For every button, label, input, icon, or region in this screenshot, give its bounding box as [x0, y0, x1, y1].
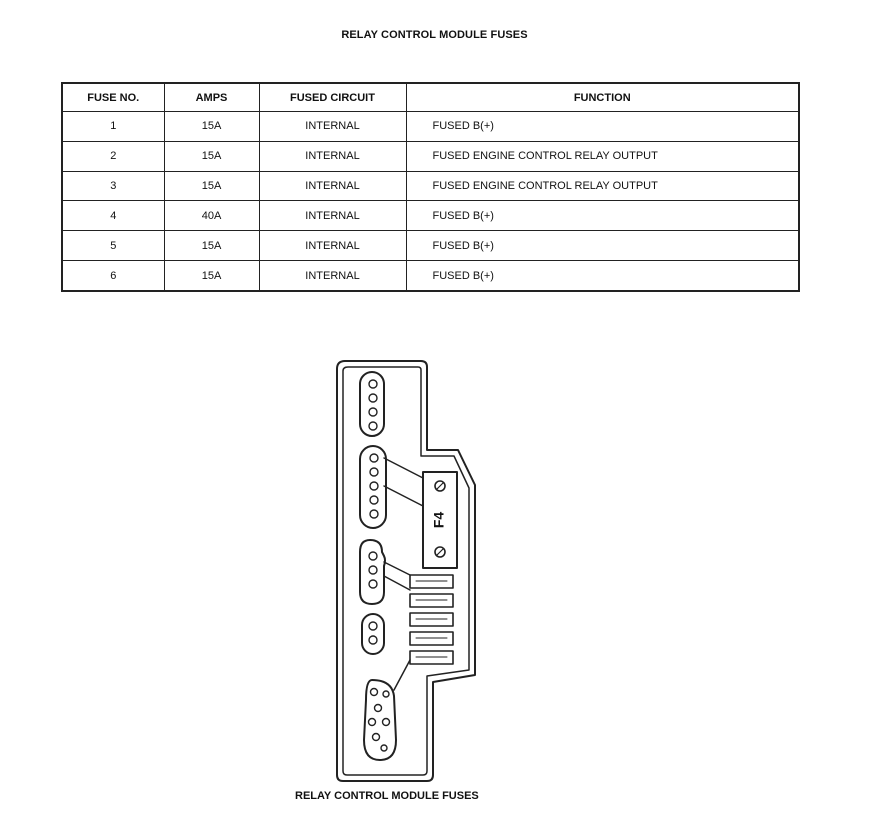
cell-amps: 15A: [163, 260, 260, 292]
cell-fuse-no: 6: [61, 260, 165, 292]
cell-fuse-no: 2: [61, 140, 165, 172]
header-fuse-no: FUSE NO.: [61, 82, 165, 112]
connector-cavity: [359, 371, 385, 437]
circuit-trace: [383, 485, 424, 507]
connector-cavity: [361, 613, 385, 655]
cell-amps: 15A: [163, 111, 260, 142]
table-row: 5 15A INTERNAL FUSED B(+): [61, 230, 800, 262]
cell-fused-circuit: INTERNAL: [258, 260, 407, 292]
table-row: 2 15A INTERNAL FUSED ENGINE CONTROL RELA…: [61, 140, 800, 172]
connector-cavity: [363, 679, 397, 761]
module-housing-inner: [342, 366, 470, 776]
header-amps: AMPS: [163, 82, 260, 112]
table-row: 4 40A INTERNAL FUSED B(+): [61, 200, 800, 232]
cell-fuse-no: 1: [61, 111, 165, 142]
mini-fuse: [409, 650, 454, 665]
table-header-row: FUSE NO. AMPS FUSED CIRCUIT FUNCTION: [61, 82, 800, 112]
diagram-caption: RELAY CONTROL MODULE FUSES: [295, 790, 479, 802]
table-row: 6 15A INTERNAL FUSED B(+): [61, 260, 800, 292]
circuit-trace: [393, 659, 411, 691]
cell-amps: 15A: [163, 230, 260, 262]
connector-cavity: [359, 445, 387, 529]
cell-amps: 40A: [163, 200, 260, 232]
cell-fuse-no: 5: [61, 230, 165, 262]
circuit-trace: [383, 457, 424, 479]
cell-function: FUSED B(+): [405, 200, 800, 232]
fuse-f4-terminal-top: [434, 480, 446, 492]
mini-fuse: [409, 631, 454, 646]
cell-fused-circuit: INTERNAL: [258, 230, 407, 262]
module-housing-outer: [336, 360, 476, 782]
cell-fused-circuit: INTERNAL: [258, 200, 407, 232]
table-row: 1 15A INTERNAL FUSED B(+): [61, 111, 800, 142]
cell-fuse-no: 4: [61, 200, 165, 232]
document-title: RELAY CONTROL MODULE FUSES: [341, 29, 528, 41]
fuse-f4-label: F4: [431, 512, 447, 529]
cell-function: FUSED ENGINE CONTROL RELAY OUTPUT: [405, 140, 800, 172]
cell-fuse-no: 3: [61, 170, 165, 202]
header-function: FUNCTION: [405, 82, 800, 112]
circuit-trace: [383, 561, 411, 576]
cell-function: FUSED B(+): [405, 230, 800, 262]
mini-fuse: [409, 612, 454, 627]
cell-amps: 15A: [163, 170, 260, 202]
cell-fused-circuit: INTERNAL: [258, 170, 407, 202]
connector-cavity: [359, 539, 386, 605]
fuse-table: FUSE NO. AMPS FUSED CIRCUIT FUNCTION 1 1…: [61, 82, 800, 292]
table-row: 3 15A INTERNAL FUSED ENGINE CONTROL RELA…: [61, 170, 800, 202]
cell-function: FUSED B(+): [405, 111, 800, 142]
fuse-f4-terminal-bottom: [434, 546, 446, 558]
mini-fuse: [409, 574, 454, 589]
cell-function: FUSED ENGINE CONTROL RELAY OUTPUT: [405, 170, 800, 202]
relay-control-module-diagram: F4: [336, 360, 476, 782]
cell-fused-circuit: INTERNAL: [258, 111, 407, 142]
cell-function: FUSED B(+): [405, 260, 800, 292]
cell-fused-circuit: INTERNAL: [258, 140, 407, 172]
fuse-f4: [422, 471, 458, 569]
cell-amps: 15A: [163, 140, 260, 172]
circuit-trace: [383, 575, 411, 591]
header-fused-circuit: FUSED CIRCUIT: [258, 82, 407, 112]
mini-fuse: [409, 593, 454, 608]
